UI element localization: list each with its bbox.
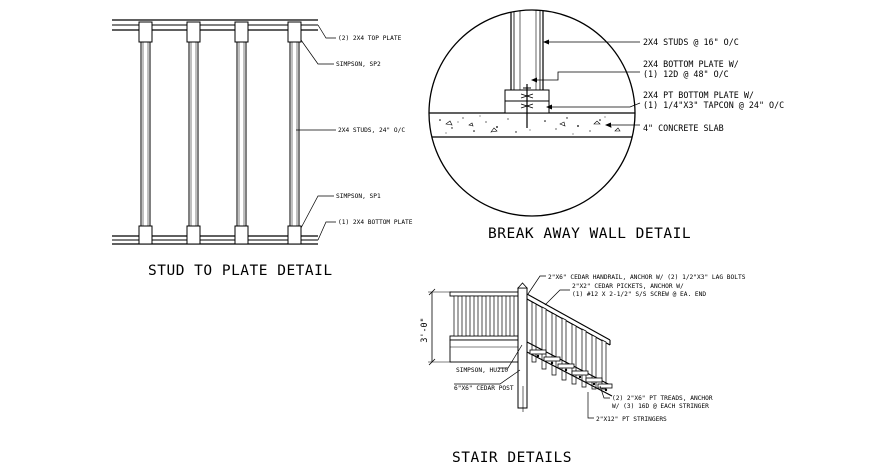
- pickets-label: 2"X2" CEDAR PICKETS, ANCHOR W/: [572, 283, 684, 290]
- leader-lines: [531, 39, 641, 128]
- cedar-post-label: 6"X6" CEDAR POST: [454, 385, 514, 392]
- stud: [287, 21, 302, 245]
- leader-lines: [296, 24, 336, 241]
- handrail: [526, 293, 611, 346]
- bottom-plate-label: (1) 2X4 BOTTOM PLATE: [338, 219, 413, 226]
- break-away-wall-detail: 2X4 STUDS @ 16" O/C 2X4 BOTTOM PLATE W/ …: [428, 9, 784, 242]
- handrail-label: 2"X6" CEDAR HANDRAIL, ANCHOR W/ (2) 1/2"…: [548, 274, 746, 281]
- fastener: [520, 84, 534, 128]
- cedar-post: [517, 282, 528, 409]
- deck-guard: [449, 291, 527, 363]
- slab-label: 4" CONCRETE SLAB: [643, 123, 724, 133]
- stud-to-plate-detail: (2) 2X4 TOP PLATE SIMPSON, SP2 2X4 STUDS…: [112, 19, 413, 279]
- stud: [186, 21, 201, 245]
- top-plate-label: (2) 2X4 TOP PLATE: [338, 35, 402, 42]
- treads: [529, 349, 613, 389]
- studs-label: 2X4 STUDS @ 16" O/C: [643, 37, 739, 47]
- wall-studs: [510, 10, 544, 92]
- stud: [138, 21, 153, 245]
- studs-label: 2X4 STUDS, 24" O/C: [338, 127, 405, 134]
- tread-bolts: [536, 354, 608, 392]
- pt-plate-anchor-label: (1) 1/4"X3" TAPCON @ 24" O/C: [643, 100, 784, 110]
- stair-details: 3'-0": [419, 274, 746, 466]
- pt-plate-label: 2X4 PT BOTTOM PLATE W/: [643, 90, 754, 100]
- leader-lines: [454, 275, 610, 419]
- break-away-title: BREAK AWAY WALL DETAIL: [488, 226, 691, 242]
- treads-label: (2) 2"X6" PT TREADS, ANCHOR: [612, 395, 713, 402]
- stair-pickets: [531, 301, 607, 390]
- treads-nailing-label: W/ (3) 16D @ EACH STRINGER: [612, 403, 709, 410]
- bottom-plate-label: 2X4 BOTTOM PLATE W/: [643, 59, 739, 69]
- simpson-sp1-label: SIMPSON, SP1: [336, 193, 381, 200]
- simpson-hanger-label: SIMPSON, HU210: [456, 367, 508, 374]
- height-dimension: [428, 288, 452, 366]
- stringers-label: 2"X12" PT STRINGERS: [596, 416, 667, 423]
- simpson-sp2-label: SIMPSON, SP2: [336, 61, 381, 68]
- stair-details-title: STAIR DETAILS: [452, 450, 572, 466]
- pickets-screw-label: (1) #12 X 2-1/2" S/S SCREW @ EA. END: [572, 291, 706, 298]
- stud: [234, 21, 249, 245]
- height-dimension-label: 3'-0": [419, 317, 429, 342]
- stud-detail-title: STUD TO PLATE DETAIL: [148, 263, 333, 279]
- bottom-plate-nailing-label: (1) 12D @ 48" O/C: [643, 69, 729, 79]
